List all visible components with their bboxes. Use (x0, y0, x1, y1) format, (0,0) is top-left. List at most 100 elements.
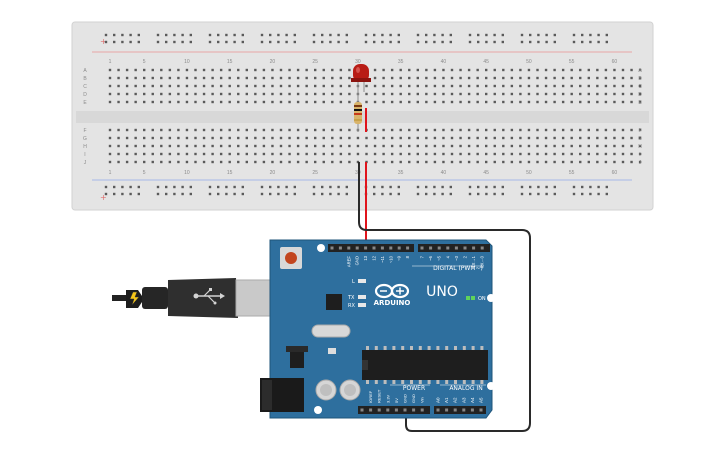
row-label: H (83, 144, 87, 150)
row-label: I (639, 152, 640, 158)
digital-header-right (418, 244, 490, 252)
center-channel (76, 111, 649, 123)
analog-pin-label: A2 (453, 397, 458, 403)
column-number: 5 (143, 170, 146, 176)
digital-header-left (328, 244, 414, 252)
led-tx (358, 295, 366, 299)
row-label: E (83, 100, 87, 106)
mount-hole-3 (487, 382, 495, 390)
digital-pin-label: 7 (420, 255, 425, 258)
column-number: 50 (526, 59, 532, 65)
column-number: 55 (569, 170, 575, 176)
capacitor-2-top (344, 384, 356, 396)
digital-pin-label: RX←0 (480, 255, 485, 268)
digital-pin-label: 4 (445, 255, 450, 258)
digital-pin-label: TX→1 (471, 255, 476, 268)
lightning-icon (129, 291, 140, 306)
analog-pin-label: A4 (470, 397, 475, 403)
row-label: G (638, 136, 642, 142)
brand-label: ARDUINO (374, 299, 411, 307)
on-led (466, 296, 470, 300)
power-pin-label: GND (403, 394, 408, 403)
row-label: H (638, 144, 642, 150)
row-label: B (83, 76, 87, 82)
analog-pin-label: A1 (444, 397, 449, 403)
column-number: 1 (109, 170, 112, 176)
row-label: E (638, 100, 642, 106)
analog-pin-label: A0 (436, 397, 441, 403)
black-wire-gnd[interactable] (358, 162, 531, 432)
row-label: B (638, 76, 642, 82)
digital-pin-label: GND (355, 256, 360, 265)
chip-pins (366, 346, 484, 384)
column-number: 25 (312, 59, 318, 65)
capacitor-1-top (320, 384, 332, 396)
row-label: A (83, 68, 87, 74)
reset-button-cap (285, 252, 297, 264)
power-header (358, 406, 430, 414)
mount-hole-2 (487, 294, 495, 302)
column-number: 55 (569, 59, 575, 65)
dc-jack-front (262, 380, 272, 410)
digital-pin-label: ~6 (428, 255, 433, 260)
voltage-regulator-tab (286, 346, 308, 352)
resistor-band-3 (354, 113, 362, 115)
digital-pin-label: 2 (463, 255, 468, 258)
column-number: 50 (526, 170, 532, 176)
column-number: 35 (398, 170, 404, 176)
led-rim (351, 78, 371, 82)
power-pin-label: GND (411, 394, 416, 403)
red-led[interactable] (351, 64, 371, 92)
bottom-header-pins (360, 408, 483, 412)
column-number: 20 (270, 59, 276, 65)
analog-pin-label: A5 (479, 397, 484, 403)
column-number: 60 (612, 170, 618, 176)
row-label: D (83, 92, 87, 98)
row-label: F (83, 128, 86, 134)
crystal-oscillator (311, 324, 351, 338)
power-pin-label: Vin (420, 397, 425, 403)
column-number: 25 (312, 170, 318, 176)
column-number: 15 (227, 170, 233, 176)
usb-icon (193, 288, 225, 305)
column-number: 35 (398, 59, 404, 65)
row-label: D (638, 92, 642, 98)
usb-boot (142, 287, 168, 309)
row-label: J (84, 160, 87, 166)
digital-pin-label: ~5 (437, 255, 442, 260)
on-led-2 (471, 296, 475, 300)
row-label: G (83, 136, 87, 142)
resistor-band-1 (354, 105, 362, 107)
digital-pin-label: ~10 (388, 255, 393, 263)
digital-pin-label: ~11 (380, 255, 385, 262)
rail-plus-label-bottom: + (100, 193, 107, 202)
column-number: 10 (184, 170, 190, 176)
row-label: J (639, 160, 642, 166)
column-number: 45 (483, 59, 489, 65)
resistor[interactable] (354, 92, 362, 132)
column-number: 5 (143, 59, 146, 65)
column-number: 60 (612, 59, 618, 65)
smd-component (328, 348, 336, 354)
on-label: ON (478, 296, 486, 302)
analog-header (434, 406, 486, 414)
atmega-chip (362, 350, 488, 380)
mount-hole-1 (317, 244, 325, 252)
digital-pin-label: 12 (372, 255, 377, 260)
analog-label: ANALOG IN (449, 385, 482, 392)
column-number: 20 (270, 170, 276, 176)
power-pin-label: 5V (394, 398, 399, 403)
usb-cable[interactable] (112, 278, 287, 318)
resistor-band-4 (354, 119, 362, 121)
column-number: 40 (441, 170, 447, 176)
breadboard-holes (104, 33, 642, 196)
row-label: C (638, 84, 642, 90)
mount-hole-4 (314, 406, 322, 414)
